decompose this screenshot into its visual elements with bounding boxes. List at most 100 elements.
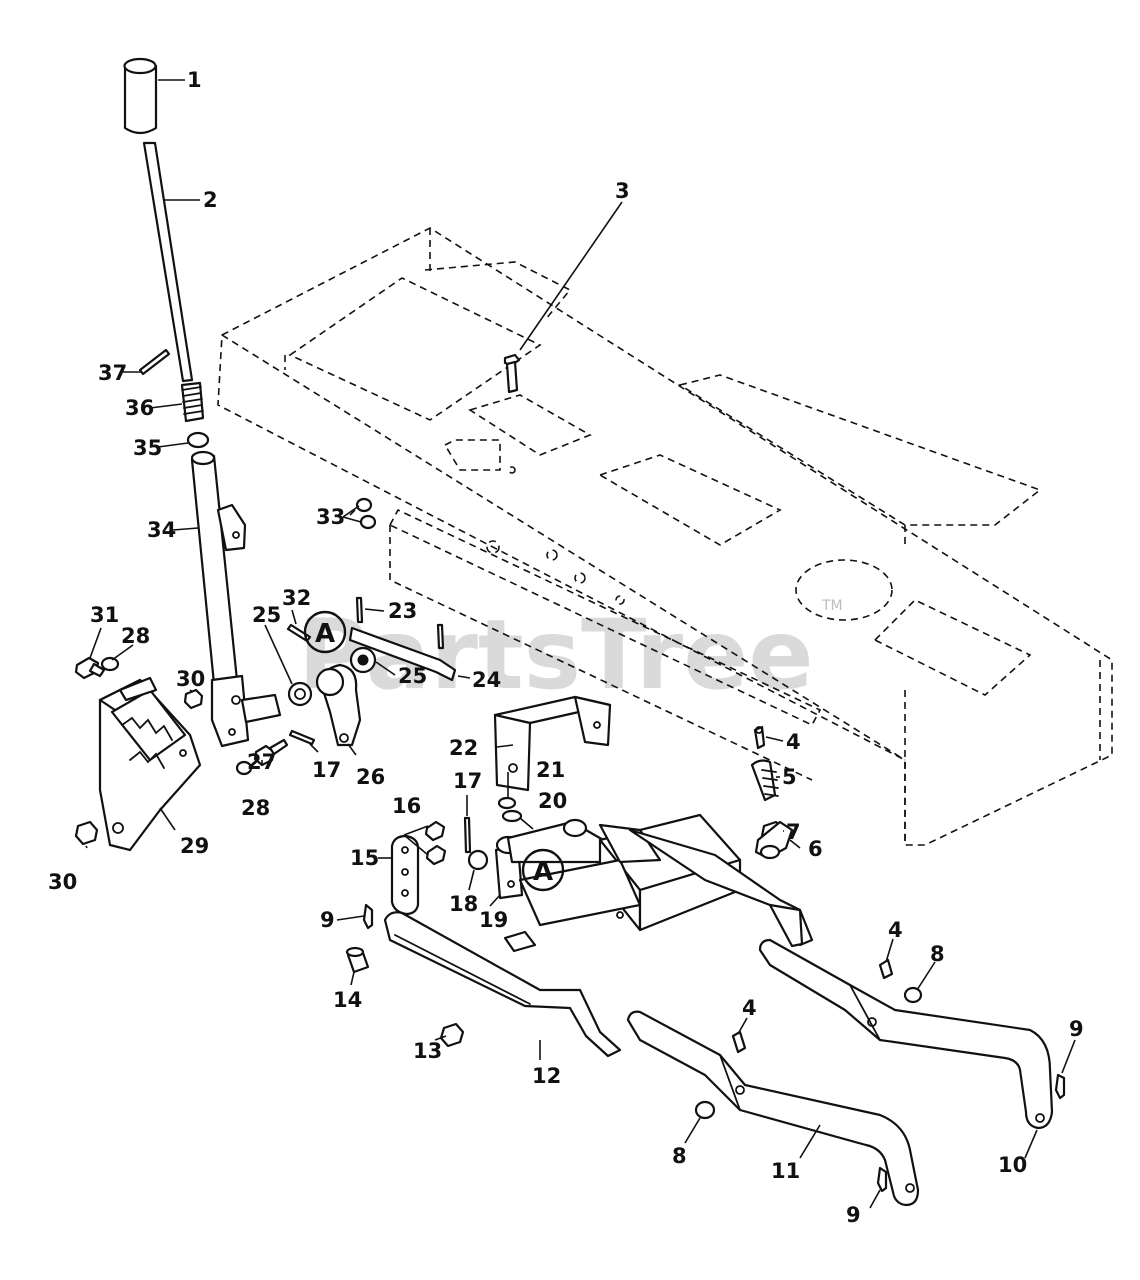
callout-10: 10 [998,1153,1027,1177]
callout-23: 23 [388,599,417,623]
handle-grip [123,57,158,135]
hairpin-9-left [362,903,374,930]
callout-32: 32 [282,586,311,610]
watermark: PartsTree [298,599,813,711]
callout-16: 16 [392,794,421,818]
callout-8-right: 8 [930,942,945,966]
callout-26: 26 [356,765,385,789]
callout-21: 21 [536,758,565,782]
callout-28-upper: 28 [121,624,150,648]
callout-27: 27 [247,750,276,774]
callout-9-left: 9 [320,908,335,932]
lift-link-11 [626,1010,920,1207]
nuts-33 [355,497,377,530]
washer-8-right [903,986,923,1004]
svg-text:A: A [533,857,553,887]
nut-13 [439,1022,465,1048]
washer-21 [497,796,517,810]
callout-14: 14 [333,988,362,1012]
pin-14 [345,946,370,974]
callout-4-right: 4 [888,918,903,942]
callout-9-right: 9 [1069,1017,1084,1041]
notched-bracket [98,676,202,852]
front-bar-12 [383,911,622,1058]
callout-2: 2 [203,188,218,212]
callout-37: 37 [98,361,127,385]
callout-6: 6 [808,837,823,861]
callout-4-top: 4 [786,730,801,754]
callout-29: 29 [180,834,209,858]
deck-hanger-frame [503,813,814,953]
callout-1: 1 [187,68,202,92]
callout-34: 34 [147,518,176,542]
hairpin-9-right [1054,1073,1066,1100]
cotter-pin-23-b [436,623,445,650]
pivot-parts [286,353,521,747]
callout-35: 35 [133,436,162,460]
callout-17-center: 17 [453,769,482,793]
callout-33: 33 [316,505,345,529]
washer-18 [467,849,489,871]
eyebolt-4-right [878,958,894,980]
detail-marker-a-lower: A [521,848,565,892]
washer-28-upper [100,656,120,672]
detail-marker-a-upper: A [303,610,347,654]
bolt-27 [253,738,289,767]
tractor-frame-outline [217,227,1113,846]
callout-24: 24 [472,668,501,692]
lift-rod [142,141,194,383]
washer [186,431,210,449]
lift-bar-24 [348,626,457,682]
callout-9-bottom: 9 [846,1203,861,1227]
callout-18: 18 [449,892,478,916]
callout-7: 7 [786,820,801,844]
callout-15: 15 [350,846,379,870]
callout-3: 3 [615,179,630,203]
callout-4-center: 4 [742,996,757,1020]
nut-30-lower [74,820,99,846]
lift-lever-assembly [74,57,289,852]
eyebolt-4-top [753,725,766,750]
eyebolt-4-center [731,1030,747,1054]
bolt-31 [74,656,106,680]
callout-25-upper: 25 [252,603,281,627]
washer-8-left [694,1100,716,1120]
lift-link-10 [758,938,1054,1130]
spring-5 [750,759,779,802]
callout-36: 36 [125,396,154,420]
callout-17-left: 17 [312,758,341,782]
pin-17-center [463,816,472,854]
bolts-16 [424,820,447,866]
callout-30-upper: 30 [176,667,205,691]
pin-17-left [288,729,316,746]
nut-30-upper [183,688,204,710]
hairpin-9-bottom [876,1166,888,1193]
bushing-25-left [287,681,313,707]
callout-22: 22 [449,736,478,760]
callout-8-left: 8 [672,1144,687,1168]
callout-20: 20 [538,789,567,813]
bushing-25-right [349,646,377,674]
cotter-pin-23-a [355,596,364,624]
spring [180,381,205,423]
mounting-bracket-22 [493,695,612,792]
callout-30-lower: 30 [48,870,77,894]
link-plate-15 [390,834,420,916]
callout-labels: 1 2 3 37 36 35 34 33 32 23 25 25 24 31 2… [48,68,1084,1227]
washer-28-lower [235,760,253,776]
callout-19: 19 [479,908,508,932]
watermark-trademark: TM [821,598,843,614]
callout-31: 31 [90,603,119,627]
lift-tube [190,450,282,748]
leader-lines [85,79,1076,1209]
callout-28-lower: 28 [241,796,270,820]
callout-13: 13 [413,1039,442,1063]
callout-12: 12 [532,1064,561,1088]
washer-20 [501,809,523,823]
bolt-3 [503,353,521,394]
roll-pin [138,348,171,376]
callout-5: 5 [782,765,797,789]
lift-arm-26 [315,663,362,747]
callout-11: 11 [771,1159,800,1183]
